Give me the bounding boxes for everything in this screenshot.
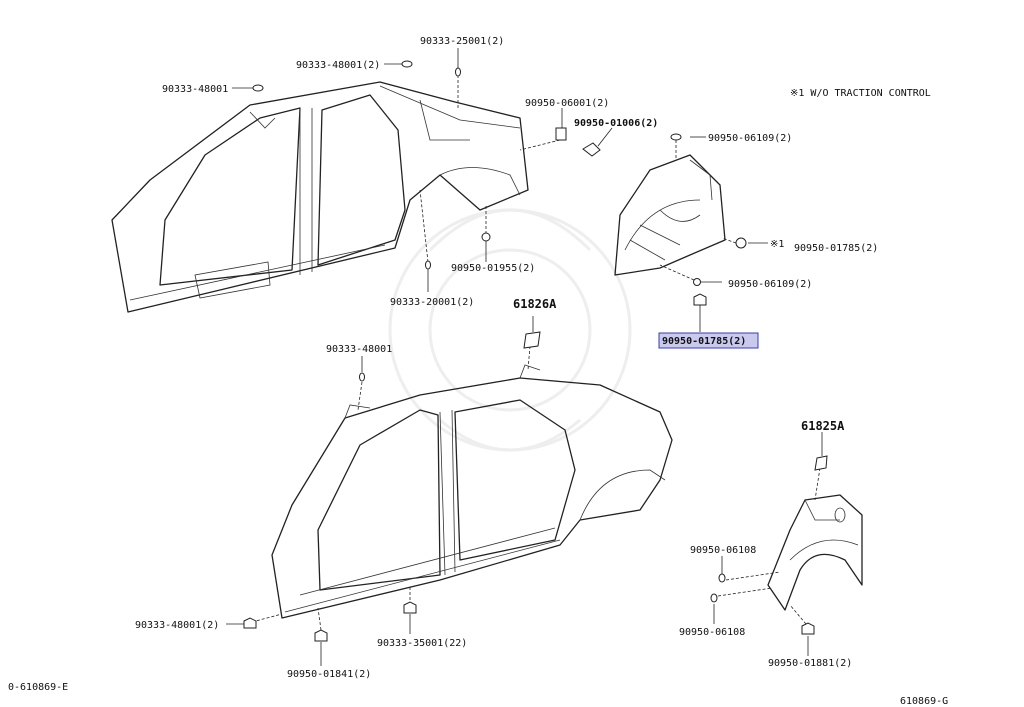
fastener-icons	[243, 60, 828, 642]
clip-icon	[243, 617, 257, 629]
lower-side-panel	[271, 364, 673, 619]
tape-icon	[814, 455, 828, 471]
traction-control-note: ※1 W/O TRACTION CONTROL	[790, 88, 931, 99]
plug-icon	[710, 593, 718, 603]
diagram-code-left: 0-610869-E	[8, 682, 68, 693]
leader-lines	[226, 48, 823, 666]
clip-icon	[693, 293, 707, 306]
plug-icon	[425, 260, 431, 270]
grommet-icon	[252, 84, 264, 92]
grommet-icon	[670, 133, 682, 141]
diagram-code-right: 610869-G	[900, 696, 948, 707]
part-label-90950-06108-lower[interactable]: 90950-06108	[679, 627, 745, 638]
part-label-90333-48001-lower[interactable]: 90333-48001(2)	[135, 620, 219, 631]
part-label-90950-01785-right[interactable]: 90950-01785(2)	[794, 243, 878, 254]
wheel-house-panel	[767, 494, 863, 611]
plug-icon	[718, 573, 726, 583]
plug-icon	[359, 372, 365, 382]
clip-icon	[403, 601, 417, 614]
part-labels: 90333-25001(2) 90333-48001(2) 90333-4800…	[135, 36, 878, 680]
part-label-90950-06001[interactable]: 90950-06001(2)	[525, 98, 609, 109]
plug-icon	[455, 67, 461, 77]
part-label-90333-20001[interactable]: 90333-20001(2)	[390, 297, 474, 308]
fender-liner	[614, 154, 726, 276]
part-label-90950-01955[interactable]: 90950-01955(2)	[451, 263, 535, 274]
clip-icon	[735, 237, 747, 249]
part-label-90950-01785-selected[interactable]: 90950-01785(2)	[662, 336, 746, 347]
part-label-61826a[interactable]: 61826A	[513, 297, 557, 311]
part-label-90950-01006[interactable]: 90950-01006(2)	[574, 118, 658, 129]
selected-part-highlight	[658, 332, 759, 349]
clip-icon	[582, 142, 601, 157]
part-label-90333-48001-mid[interactable]: 90333-48001	[326, 344, 392, 355]
part-label-90950-06109-lower[interactable]: 90950-06109(2)	[728, 279, 812, 290]
clip-icon	[801, 622, 815, 635]
part-label-90333-48001-2[interactable]: 90333-48001(2)	[296, 60, 380, 71]
tape-icon	[523, 331, 541, 349]
watermark-logo	[388, 208, 632, 452]
part-label-90333-25001[interactable]: 90333-25001(2)	[420, 36, 504, 47]
clip-icon	[314, 629, 328, 642]
part-label-61825a[interactable]: 61825A	[801, 419, 845, 433]
grommet-icon	[693, 278, 701, 286]
plug-icon	[555, 127, 567, 141]
part-label-90950-06108-upper[interactable]: 90950-06108	[690, 545, 756, 556]
grommet-icon	[401, 60, 413, 68]
part-label-90950-06109-upper[interactable]: 90950-06109(2)	[708, 133, 792, 144]
part-label-90333-35001[interactable]: 90333-35001(22)	[377, 638, 467, 649]
part-label-90950-01881[interactable]: 90950-01881(2)	[768, 658, 852, 669]
upper-side-panel	[111, 81, 529, 313]
part-label-90950-01841[interactable]: 90950-01841(2)	[287, 669, 371, 680]
note-marker: ※1	[770, 239, 784, 250]
part-label-90333-48001-upper[interactable]: 90333-48001	[162, 84, 228, 95]
clip-icon	[481, 232, 491, 242]
